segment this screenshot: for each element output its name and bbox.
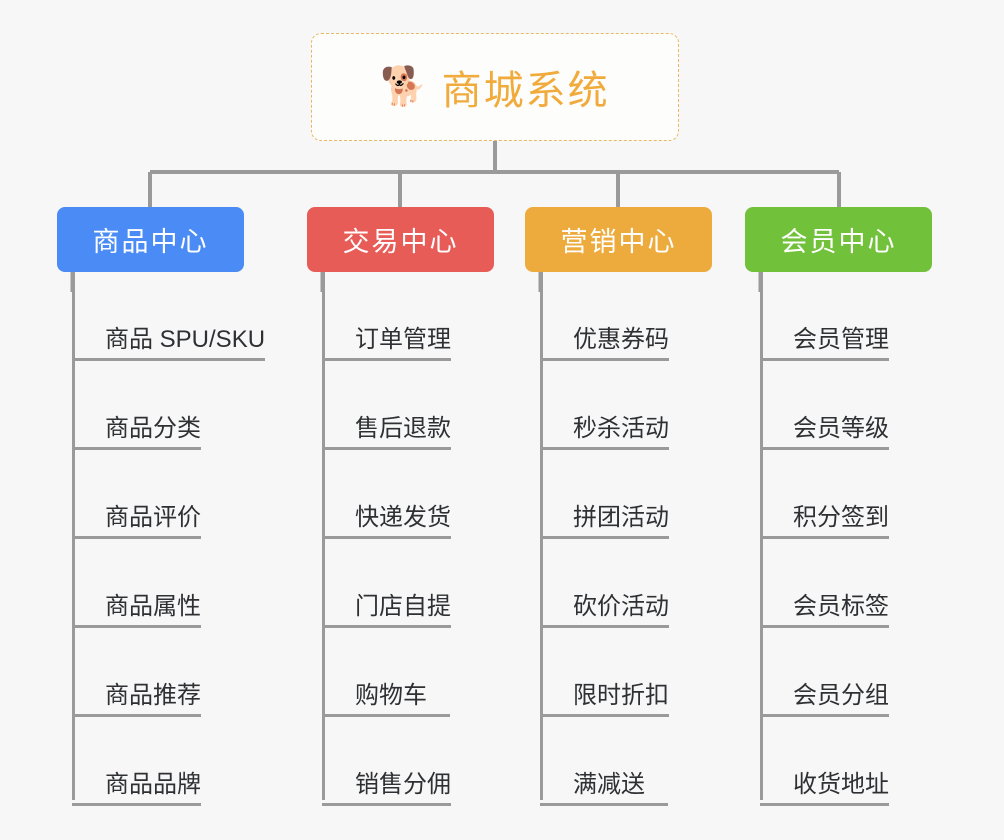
- list-item[interactable]: 优惠券码: [540, 272, 712, 361]
- leaf-label: 会员分组: [760, 682, 889, 717]
- list-item[interactable]: 收货地址: [760, 717, 932, 806]
- list-item[interactable]: 满减送: [540, 717, 712, 806]
- leaf-label: 售后退款: [322, 415, 451, 450]
- leaf-label: 会员等级: [760, 415, 889, 450]
- leaf-label: 限时折扣: [540, 682, 669, 717]
- list-item[interactable]: 商品 SPU/SKU: [72, 272, 266, 361]
- branch-head-label: 商品中心: [92, 227, 209, 257]
- root-node[interactable]: 🐕 商城系统: [311, 33, 679, 141]
- leaf-label: 砍价活动: [540, 593, 669, 628]
- branch-leaf-list: 优惠券码 秒杀活动 拼团活动 砍价活动 限时折扣 满减送: [540, 272, 712, 806]
- branch-column-product-center: 商品中心 商品 SPU/SKU 商品分类 商品评价 商品属性 商品推荐 商品品牌: [57, 207, 266, 806]
- list-item[interactable]: 会员分组: [760, 628, 932, 717]
- branch-head-marketing-center[interactable]: 营销中心: [525, 207, 712, 272]
- list-item[interactable]: 会员管理: [760, 272, 932, 361]
- list-item[interactable]: 快递发货: [322, 450, 494, 539]
- list-item[interactable]: 商品属性: [72, 539, 265, 628]
- branch-leaf-list: 订单管理 售后退款 快递发货 门店自提 购物车 销售分佣: [322, 272, 494, 806]
- branch-head-trade-center[interactable]: 交易中心: [307, 207, 494, 272]
- branch-head-label: 会员中心: [780, 227, 897, 257]
- list-item[interactable]: 会员等级: [760, 361, 932, 450]
- list-item[interactable]: 销售分佣: [322, 717, 494, 806]
- list-item[interactable]: 砍价活动: [540, 539, 712, 628]
- leaf-label: 商品分类: [72, 415, 201, 450]
- list-item[interactable]: 会员标签: [760, 539, 932, 628]
- leaf-label: 快递发货: [322, 504, 451, 539]
- branch-leaf-list: 商品 SPU/SKU 商品分类 商品评价 商品属性 商品推荐 商品品牌: [72, 272, 266, 806]
- branch-leaf-list: 会员管理 会员等级 积分签到 会员标签 会员分组 收货地址: [760, 272, 932, 806]
- leaf-label: 商品属性: [72, 593, 201, 628]
- branch-column-member-center: 会员中心 会员管理 会员等级 积分签到 会员标签 会员分组 收货地址: [745, 207, 932, 806]
- list-item[interactable]: 商品评价: [72, 450, 265, 539]
- list-item[interactable]: 拼团活动: [540, 450, 712, 539]
- list-item[interactable]: 秒杀活动: [540, 361, 712, 450]
- leaf-label: 拼团活动: [540, 504, 669, 539]
- branch-column-marketing-center: 营销中心 优惠券码 秒杀活动 拼团活动 砍价活动 限时折扣 满减送: [525, 207, 712, 806]
- leaf-label: 满减送: [540, 771, 668, 806]
- leaf-label: 销售分佣: [322, 771, 451, 806]
- list-item[interactable]: 积分签到: [760, 450, 932, 539]
- leaf-label: 订单管理: [322, 326, 451, 361]
- branch-head-member-center[interactable]: 会员中心: [745, 207, 932, 272]
- list-item[interactable]: 售后退款: [322, 361, 494, 450]
- leaf-label: 商品推荐: [72, 682, 201, 717]
- leaf-label: 商品评价: [72, 504, 201, 539]
- list-item[interactable]: 限时折扣: [540, 628, 712, 717]
- leaf-label: 收货地址: [760, 771, 889, 806]
- list-item[interactable]: 商品品牌: [72, 717, 265, 806]
- leaf-label: 商品品牌: [72, 771, 201, 806]
- leaf-label: 会员标签: [760, 593, 889, 628]
- shiba-dog-face-icon: 🐕: [380, 66, 428, 108]
- leaf-label: 商品 SPU/SKU: [72, 326, 266, 361]
- leaf-label: 积分签到: [760, 504, 889, 539]
- branch-head-product-center[interactable]: 商品中心: [57, 207, 244, 272]
- list-item[interactable]: 订单管理: [322, 272, 494, 361]
- list-item[interactable]: 商品分类: [72, 361, 265, 450]
- leaf-label: 购物车: [322, 682, 450, 717]
- list-item[interactable]: 购物车: [322, 628, 494, 717]
- leaf-label: 秒杀活动: [540, 415, 669, 450]
- branch-head-label: 营销中心: [560, 227, 677, 257]
- list-item[interactable]: 商品推荐: [72, 628, 265, 717]
- leaf-label: 会员管理: [760, 326, 889, 361]
- leaf-label: 优惠券码: [540, 326, 669, 361]
- list-item[interactable]: 门店自提: [322, 539, 494, 628]
- branch-head-label: 交易中心: [342, 227, 459, 257]
- branch-column-trade-center: 交易中心 订单管理 售后退款 快递发货 门店自提 购物车 销售分佣: [307, 207, 494, 806]
- leaf-label: 门店自提: [322, 593, 451, 628]
- root-node-label: 商城系统: [441, 69, 610, 113]
